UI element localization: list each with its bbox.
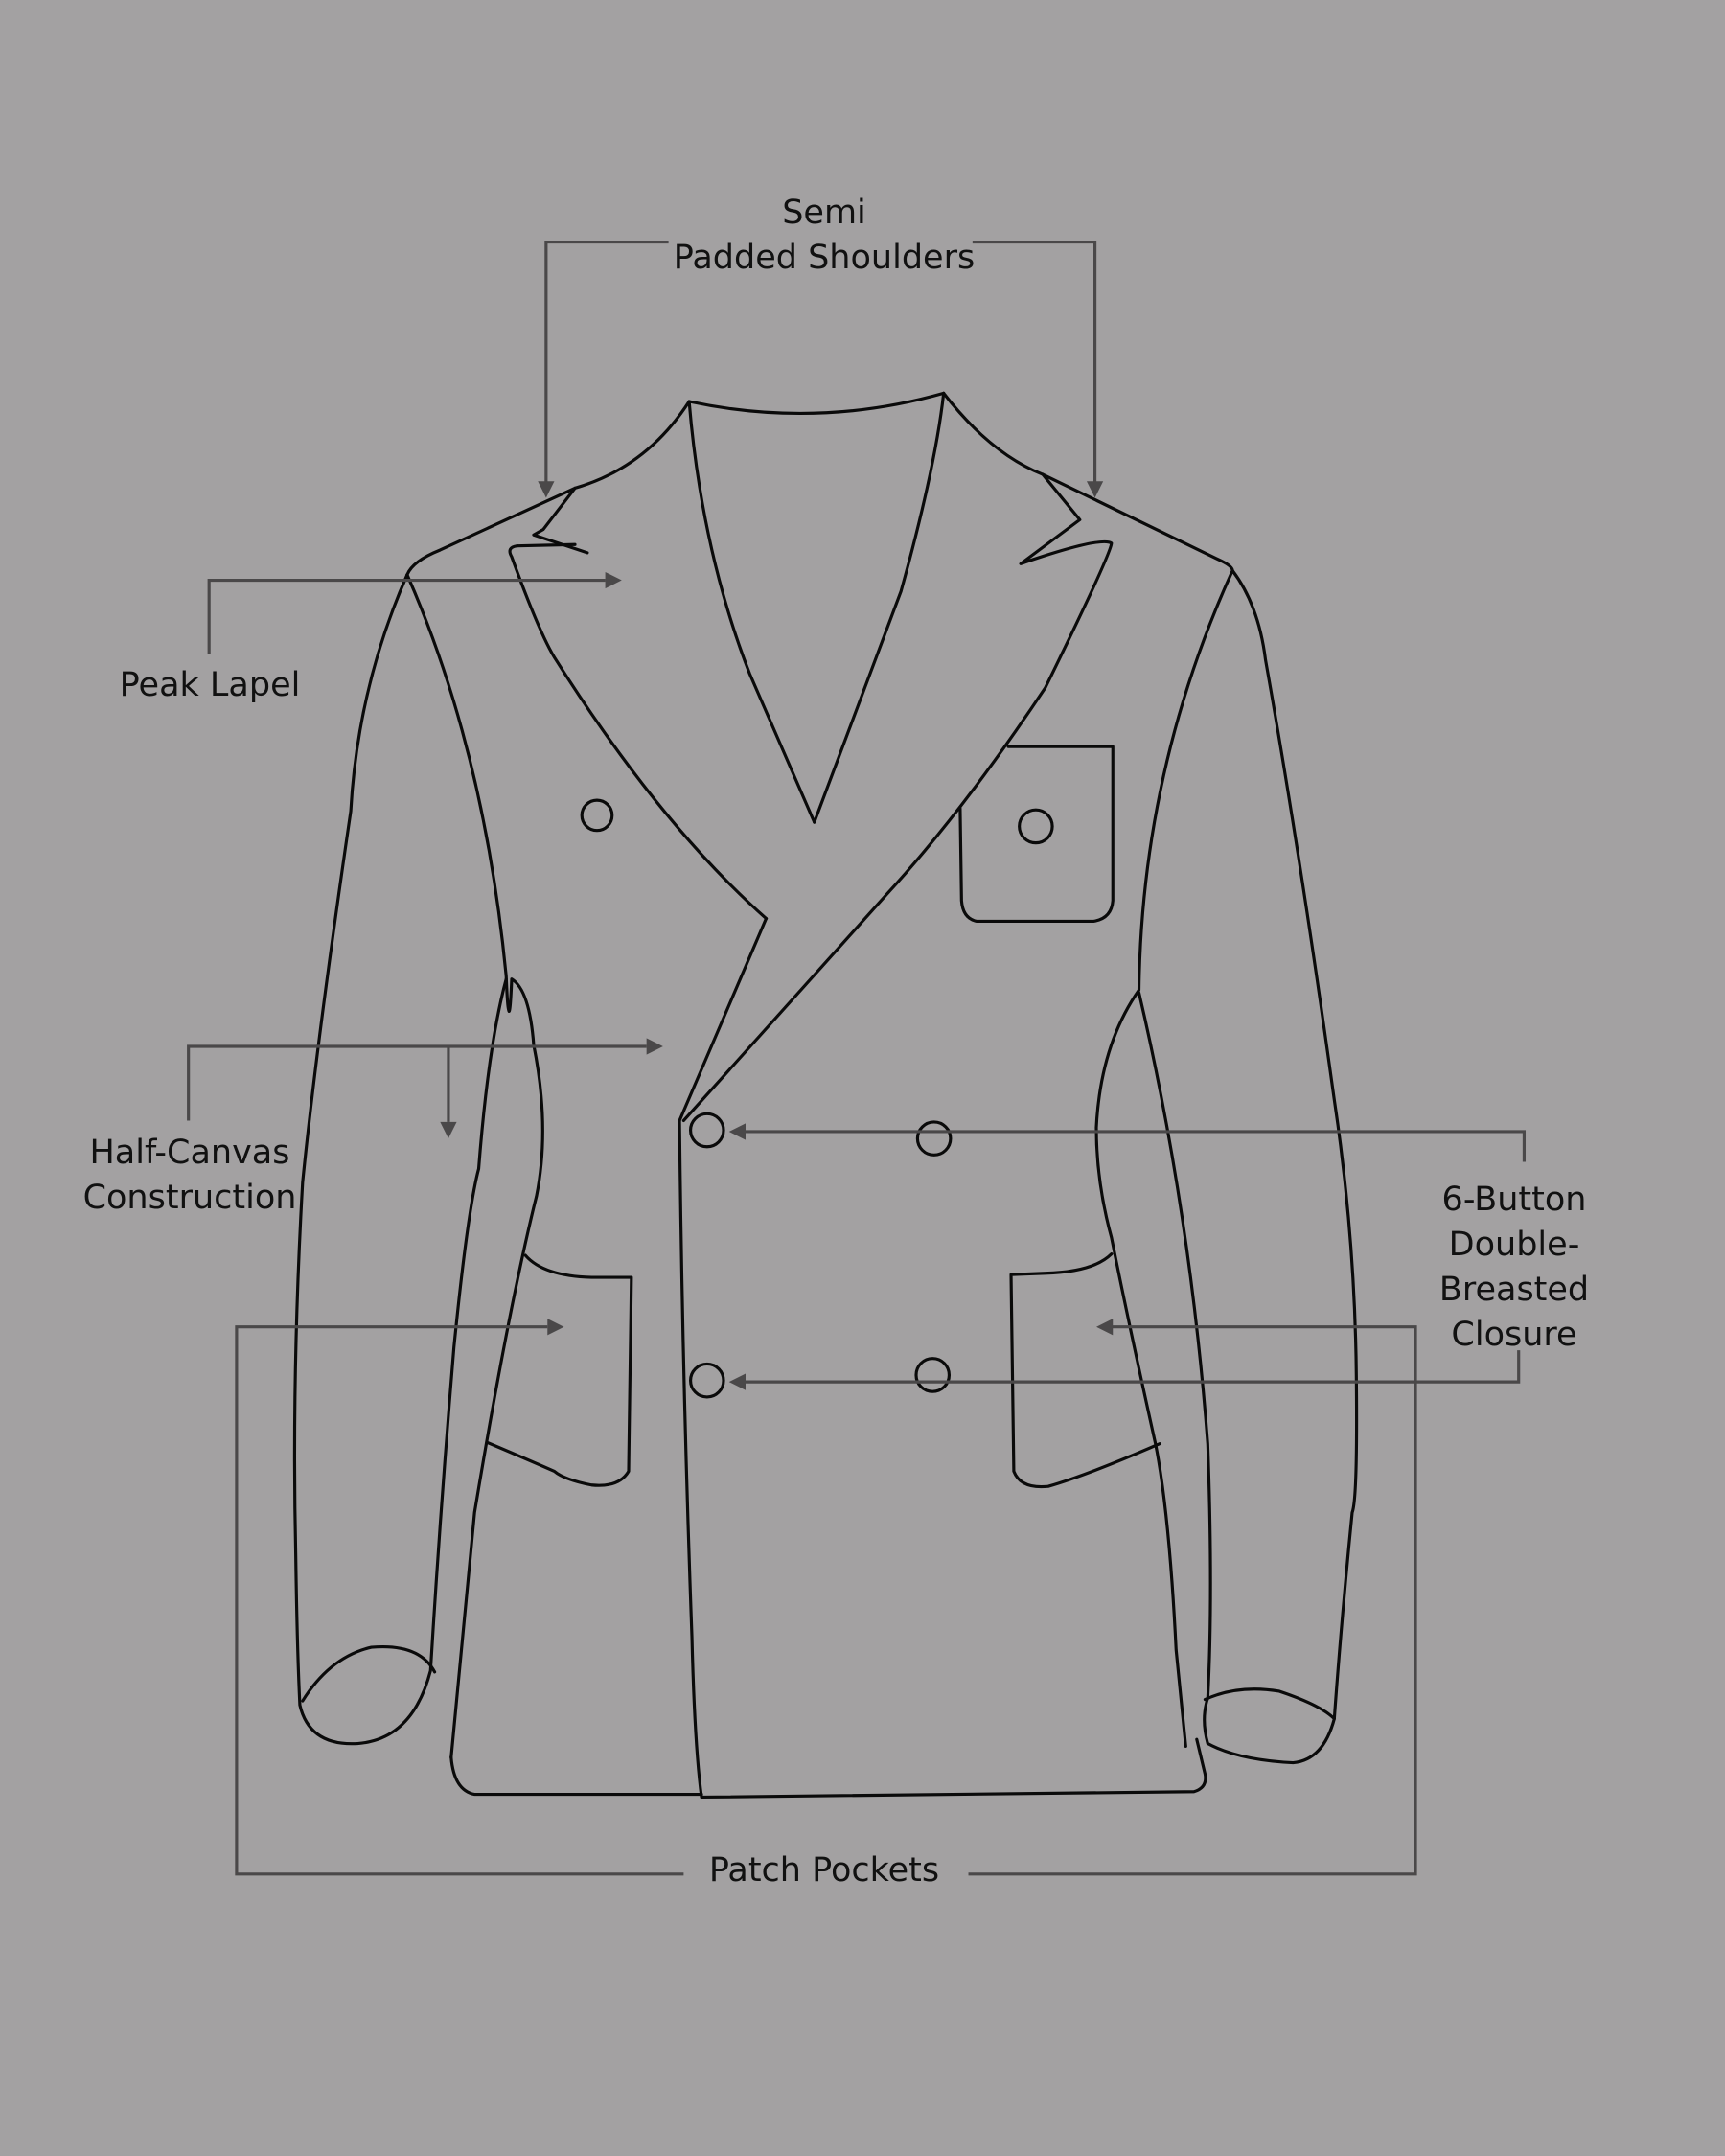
blazer-outline: [292, 391, 1359, 1800]
button-chest-right: [1018, 808, 1054, 845]
button-lower-left: [688, 1362, 725, 1399]
label-semi-padded-shoulders: Semi Padded Shoulders: [673, 194, 976, 277]
button-lower-right: [914, 1357, 952, 1393]
label-patch-pockets: Patch Pockets: [708, 1851, 940, 1890]
label-peak-lapel: Peak Lapel: [119, 666, 301, 704]
button-upper-left: [688, 1112, 725, 1149]
button-upper-right: [915, 1120, 953, 1157]
label-half-canvas-construction: Half-Canvas Construction: [82, 1134, 297, 1217]
leader-lines: [187, 240, 1527, 1876]
label-double-breasted-closure: 6-Button Double-Breasted Closure: [1438, 1181, 1590, 1354]
button-chest-left: [580, 798, 614, 833]
